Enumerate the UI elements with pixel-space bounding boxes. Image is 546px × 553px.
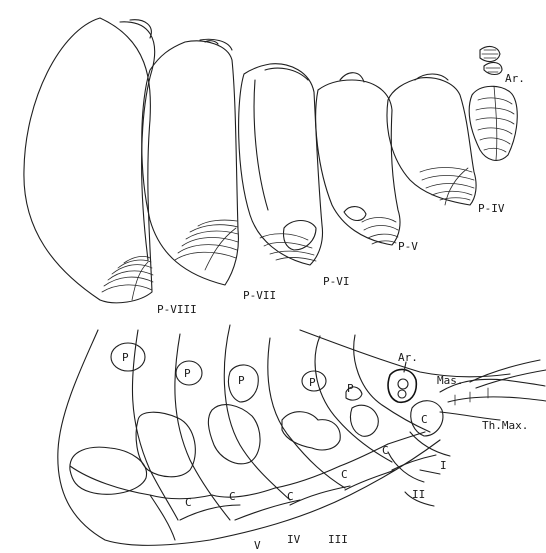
label-pouch-4: P	[309, 376, 316, 389]
label-coxa-1: C	[185, 496, 192, 509]
label-pouch-2: P	[184, 367, 191, 380]
label-p4: P-IV	[478, 202, 505, 215]
body-segments	[58, 325, 546, 545]
ar-pieces-top	[469, 47, 517, 161]
p8-gill-lamellae	[102, 256, 153, 300]
label-seg-IV: IV	[287, 533, 301, 546]
pleopod-p8	[24, 18, 155, 303]
p5-gill-lamellae	[344, 207, 398, 244]
label-seg-II: II	[412, 488, 425, 501]
label-coxa-small: C	[421, 413, 428, 426]
pad-iv	[136, 412, 195, 477]
label-pouch-3: P	[238, 374, 245, 387]
label-seg-III: III	[328, 533, 348, 546]
label-p5: P-V	[398, 240, 418, 253]
pad-i	[350, 405, 378, 436]
label-ar-bottom: Ar.	[398, 351, 418, 364]
label-coxa-4: C	[341, 468, 348, 481]
label-ar-top: Ar.	[505, 72, 525, 85]
pleopod-p4	[387, 74, 476, 205]
p6-gill-lamellae	[260, 221, 316, 262]
pleopod-p6	[239, 64, 323, 265]
pad-ii	[282, 412, 340, 450]
label-pouch-1: P	[122, 351, 129, 364]
label-mas: Mas.	[437, 374, 464, 387]
label-pouch-5: P	[347, 382, 354, 395]
label-seg-I: I	[440, 459, 447, 472]
pad-v	[70, 447, 147, 494]
label-p8: P-VIII	[157, 303, 197, 316]
p7-gill-lamellae	[175, 220, 238, 270]
label-thmax: Th.Max.	[482, 419, 528, 432]
label-p7: P-VII	[243, 289, 276, 302]
label-coxa-3: C	[287, 490, 294, 503]
pleopod-p5	[316, 73, 400, 245]
pleopod-p7	[142, 39, 239, 285]
label-coxa-5: C	[382, 444, 389, 457]
label-coxa-2: C	[229, 490, 236, 503]
label-seg-V: V	[254, 539, 261, 552]
label-p6: P-VI	[323, 275, 350, 288]
